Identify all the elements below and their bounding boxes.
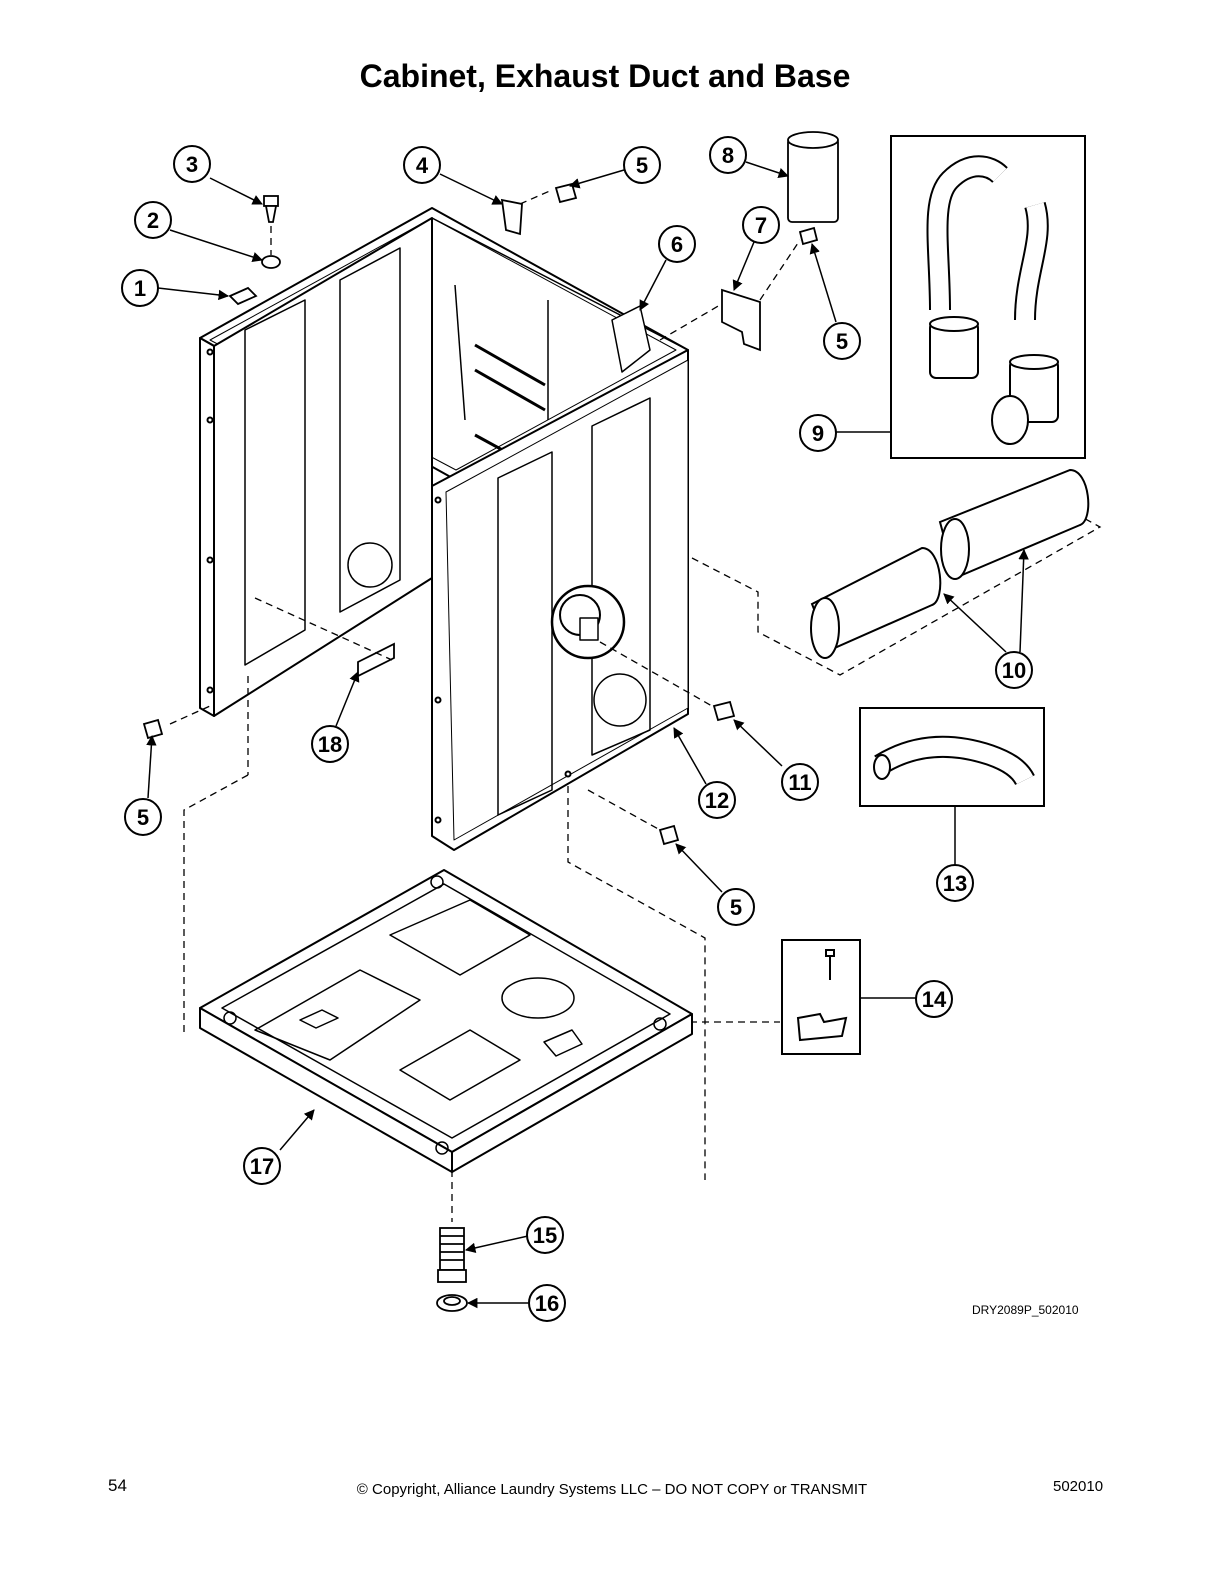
svg-text:17: 17 bbox=[250, 1154, 274, 1179]
callout-circle-5-top: 5 bbox=[623, 146, 661, 184]
callout-circle-17: 17 bbox=[243, 1147, 281, 1185]
svg-text:14: 14 bbox=[922, 987, 947, 1012]
flex-hose-box bbox=[859, 707, 1045, 807]
exhaust-kit-box bbox=[890, 135, 1086, 459]
small-parts bbox=[142, 131, 839, 846]
svg-text:9: 9 bbox=[812, 421, 824, 446]
svg-text:16: 16 bbox=[535, 1291, 559, 1316]
svg-text:3: 3 bbox=[186, 152, 198, 177]
callout-circle-9: 9 bbox=[799, 414, 837, 452]
callout-circle-7: 7 bbox=[742, 206, 780, 244]
svg-text:4: 4 bbox=[416, 153, 429, 178]
svg-text:12: 12 bbox=[705, 788, 729, 813]
callout-leaders bbox=[146, 161, 1029, 1309]
callout-circle-2: 2 bbox=[134, 201, 172, 239]
callout-circle-10: 10 bbox=[995, 651, 1033, 689]
svg-text:5: 5 bbox=[836, 329, 848, 354]
svg-text:7: 7 bbox=[755, 213, 767, 238]
callout-circle-16: 16 bbox=[528, 1284, 566, 1322]
base-drawing bbox=[199, 869, 693, 1173]
svg-text:18: 18 bbox=[318, 732, 342, 757]
svg-text:1: 1 bbox=[134, 276, 146, 301]
dashed-assembly-lines bbox=[169, 189, 1102, 1222]
svg-text:5: 5 bbox=[636, 153, 648, 178]
callout-circle-11: 11 bbox=[781, 763, 819, 801]
callout-circle-13: 13 bbox=[936, 864, 974, 902]
duct-pipes bbox=[810, 468, 1090, 659]
callout-circle-5-bottom: 5 bbox=[717, 888, 755, 926]
callout-circle-1: 1 bbox=[121, 269, 159, 307]
callout-circle-5-bracket: 5 bbox=[823, 322, 861, 360]
cabinet-drawing bbox=[199, 207, 689, 851]
callout-circle-12: 12 bbox=[698, 781, 736, 819]
page-number: 54 bbox=[108, 1476, 127, 1495]
callout-circle-14: 14 bbox=[915, 980, 953, 1018]
leveling-foot-parts bbox=[436, 1227, 468, 1312]
drawing-code: DRY2089P_502010 bbox=[972, 1303, 1079, 1317]
anti-tip-box bbox=[781, 939, 861, 1055]
callout-circle-4: 4 bbox=[403, 146, 441, 184]
document-code: 502010 bbox=[1053, 1478, 1104, 1495]
callout-circle-8: 8 bbox=[709, 136, 747, 174]
callout-circle-6: 6 bbox=[658, 225, 696, 263]
callout-circle-3: 3 bbox=[173, 145, 211, 183]
svg-text:15: 15 bbox=[533, 1223, 557, 1248]
callout-circle-5-left: 5 bbox=[124, 798, 162, 836]
svg-text:13: 13 bbox=[943, 871, 967, 896]
svg-text:11: 11 bbox=[788, 770, 811, 795]
page-title: Cabinet, Exhaust Duct and Base bbox=[359, 58, 851, 94]
svg-text:5: 5 bbox=[730, 895, 742, 920]
svg-text:5: 5 bbox=[137, 805, 149, 830]
svg-text:10: 10 bbox=[1002, 658, 1026, 683]
svg-text:6: 6 bbox=[671, 232, 683, 257]
callout-circle-15: 15 bbox=[526, 1216, 564, 1254]
copyright-notice: © Copyright, Alliance Laundry Systems LL… bbox=[356, 1481, 868, 1498]
svg-text:2: 2 bbox=[147, 208, 159, 233]
callout-circle-18: 18 bbox=[311, 725, 349, 763]
svg-text:8: 8 bbox=[722, 143, 734, 168]
